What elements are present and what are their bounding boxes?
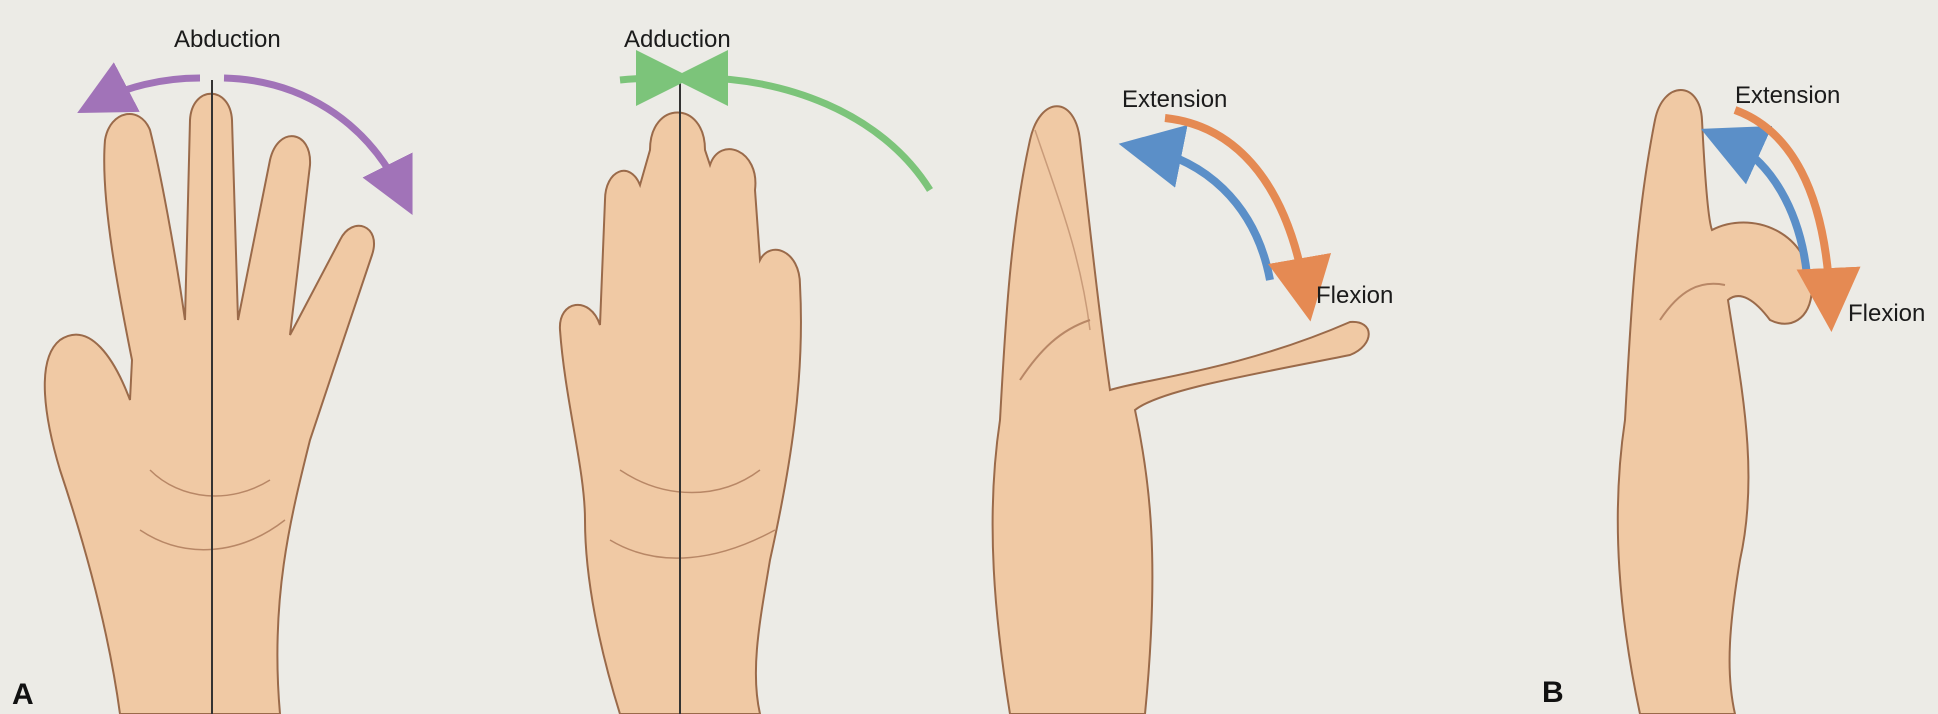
hand-flexion-side-2 [1618,90,1812,714]
adduction-label: Adduction [624,26,731,54]
adduction-arrow-left [620,78,664,80]
hand-flexion-side [993,106,1369,714]
abduction-label: Abduction [174,26,281,54]
extension-label-1: Extension [1122,86,1227,114]
flexion-label-2: Flexion [1848,300,1925,328]
flexion-label-1: Flexion [1316,282,1393,310]
abduction-arrow-right [224,78,400,190]
abduction-arrow-left [102,78,200,100]
hand-abduction [45,94,374,714]
panel-label-a: A [12,678,34,712]
panel-label-b: B [1542,676,1564,710]
extension-label-2: Extension [1735,82,1840,110]
